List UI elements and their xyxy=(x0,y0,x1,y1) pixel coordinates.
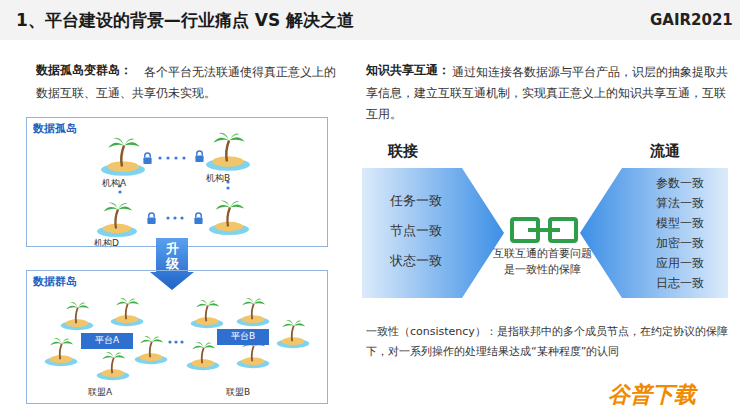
node-text: 日志一致 xyxy=(638,274,722,292)
paragraph: 各个平台无法联通使得真正意义上的数据互联、互通、共享仍未实现。 xyxy=(36,62,336,104)
region-box: 数据群岛平台A 平台B xyxy=(26,270,328,404)
upgrade-arrow: 升级 xyxy=(150,238,194,290)
key-point: 互联互通的首要问题是一致性的保障 xyxy=(488,246,596,290)
logo-text: GAIR2021 xyxy=(650,11,733,29)
node-text: 节点一致 xyxy=(376,222,456,240)
heading-bold: 数据孤岛变群岛： xyxy=(36,62,132,79)
platform-box: 平台B xyxy=(217,329,269,345)
node-text: 平台B xyxy=(217,329,269,343)
node-text: 互联互通的首要问题是一致性的保障 xyxy=(488,246,596,278)
paragraph: 通过知连接各数据源与平台产品，识层的抽象提取共享信息，建立互联互通机制，实现真正… xyxy=(366,62,728,125)
node-text: 任务一致 xyxy=(376,192,456,210)
slide-title: 1、平台建设的背景—行业痛点 VS 解决之道 xyxy=(16,9,354,32)
block-heading: 流通 xyxy=(650,142,680,161)
node-text: 数据群岛 xyxy=(33,274,77,289)
island-label: 机构B xyxy=(206,172,230,185)
arrow-block: 联接任务一致节点一致状态一致 xyxy=(362,168,504,298)
node-text: 参数一致 xyxy=(638,174,722,192)
arrow-block: 流通参数一致算法一致模型一致加密一致应用一致日志一致 xyxy=(580,168,728,298)
node-text: 应用一致 xyxy=(638,254,722,272)
node-text: 加密一致 xyxy=(638,234,722,252)
node-text: 平台A xyxy=(81,333,133,347)
node-text: 升级 xyxy=(150,241,194,271)
island-label: 机构D xyxy=(94,237,119,250)
watermark: 谷普下载 xyxy=(608,380,696,410)
block-heading: 联接 xyxy=(388,142,418,161)
heading-bold: 知识共享互通： xyxy=(366,62,450,79)
region-box: 数据孤岛 xyxy=(26,117,328,247)
definition-note: 一致性（consistency）：是指联邦中的多个成员节点，在约定协议的保障下，… xyxy=(366,322,728,362)
node-text: 状态一致 xyxy=(376,252,456,270)
node-text: 算法一致 xyxy=(638,194,722,212)
alliance-label: 联盟B xyxy=(226,386,250,399)
node-text: 数据孤岛 xyxy=(33,121,77,136)
arrow-shape xyxy=(580,168,728,298)
alliance-label: 联盟A xyxy=(88,386,112,399)
island-label: 机构A xyxy=(102,177,126,190)
platform-box: 平台A xyxy=(81,333,133,349)
node-text: 模型一致 xyxy=(638,214,722,232)
